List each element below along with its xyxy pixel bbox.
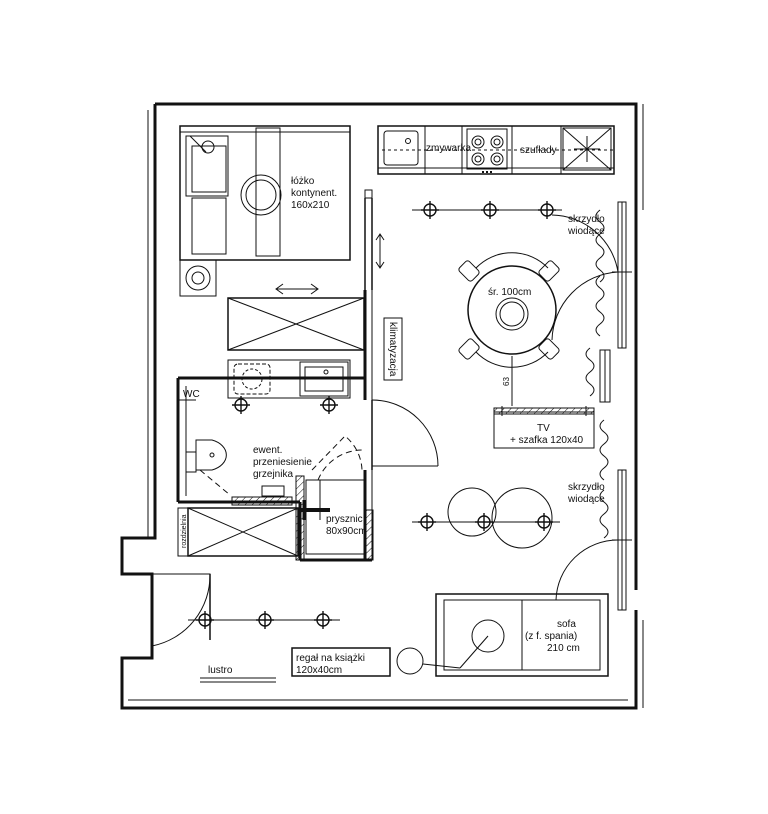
bed-label-line-2: kontynent. (291, 188, 337, 199)
wardrobe (227, 297, 365, 351)
heater-label-line-2: przeniesienie (253, 457, 312, 468)
light-fixture-icon (313, 610, 333, 630)
dimension-label: 63 (502, 377, 511, 386)
toilet-icon (185, 439, 227, 473)
bed: łóżko kontynent. 160x210 (179, 125, 351, 261)
sofa (396, 593, 609, 677)
bed-label-line-1: łóżko (291, 176, 315, 187)
radiator-icon (199, 469, 293, 506)
right-windows (551, 201, 632, 611)
distribution-box: rozdzielnia (177, 507, 299, 557)
sliding-wing-top-line-1: skrzydło (568, 214, 605, 225)
sliding-wing-top-line-2: wiodące (567, 226, 605, 237)
double-arrow-icon (275, 283, 319, 295)
wc-label: WC (183, 389, 200, 400)
distributor-label: rozdzielnia (181, 514, 188, 548)
sliding-wing-bottom-line-2: wiodące (567, 494, 605, 505)
heater-label-line-1: ewent. (253, 445, 282, 456)
light-fixture-icon (231, 395, 251, 415)
bathroom-counter (227, 359, 351, 399)
sliding-wing-bottom-line-1: skrzydło (568, 482, 605, 493)
light-fixture-icon (255, 610, 275, 630)
light-track-kitchen (412, 200, 562, 220)
outer-walls (120, 102, 644, 710)
mirror-label: lustro (208, 665, 233, 676)
bathroom-door (311, 399, 439, 471)
air-conditioner: klimatyzacja (383, 317, 403, 381)
sofa-label-line-1: sofa (557, 619, 576, 630)
bed-label-line-3: 160x210 (291, 200, 330, 211)
drawers-label: szuflady (520, 145, 557, 156)
tv-cabinet (493, 406, 595, 449)
tv-label-line-2: + szafka 120x40 (510, 435, 584, 446)
light-fixture-icon (537, 200, 557, 220)
table-label: śr. 100cm (488, 287, 531, 298)
heater-label-line-3: grzejnika (253, 469, 293, 480)
light-fixture-icon (480, 200, 500, 220)
sofa-label-line-2: (z f. spania) (525, 631, 577, 642)
sink-icon (383, 130, 419, 166)
bedroom-partition (363, 189, 385, 400)
light-fixture-icon (417, 512, 437, 532)
pendant-lamps (447, 487, 553, 549)
ac-label: klimatyzacja (387, 322, 398, 377)
bookshelf-label-line-2: 120x40cm (296, 665, 342, 676)
entrance-door (151, 573, 211, 647)
kitchen-counter: zmywarka szuflady (377, 125, 615, 175)
bookshelf-label-line-1: regał na książki (296, 653, 365, 664)
mirror (200, 677, 276, 683)
dimension-line: 63 (502, 356, 513, 406)
light-track-hall (188, 610, 340, 630)
fridge-icon (562, 127, 612, 171)
nightstand (179, 259, 217, 297)
light-fixture-icon (319, 395, 339, 415)
cooktop-icon (466, 128, 508, 173)
shower-label-line-2: 80x90cm (326, 526, 367, 537)
tv-label-line-1: TV (537, 423, 550, 434)
sofa-label-line-3: 210 cm (547, 643, 580, 654)
light-fixture-icon (474, 512, 494, 532)
dining-table (458, 252, 560, 368)
light-fixture-icon (420, 200, 440, 220)
light-track-living (412, 512, 560, 532)
bookshelf (291, 647, 391, 677)
shower-label-line-1: prysznic (326, 514, 363, 525)
shower (295, 449, 374, 561)
dishwasher-label: zmywarka (426, 143, 471, 154)
